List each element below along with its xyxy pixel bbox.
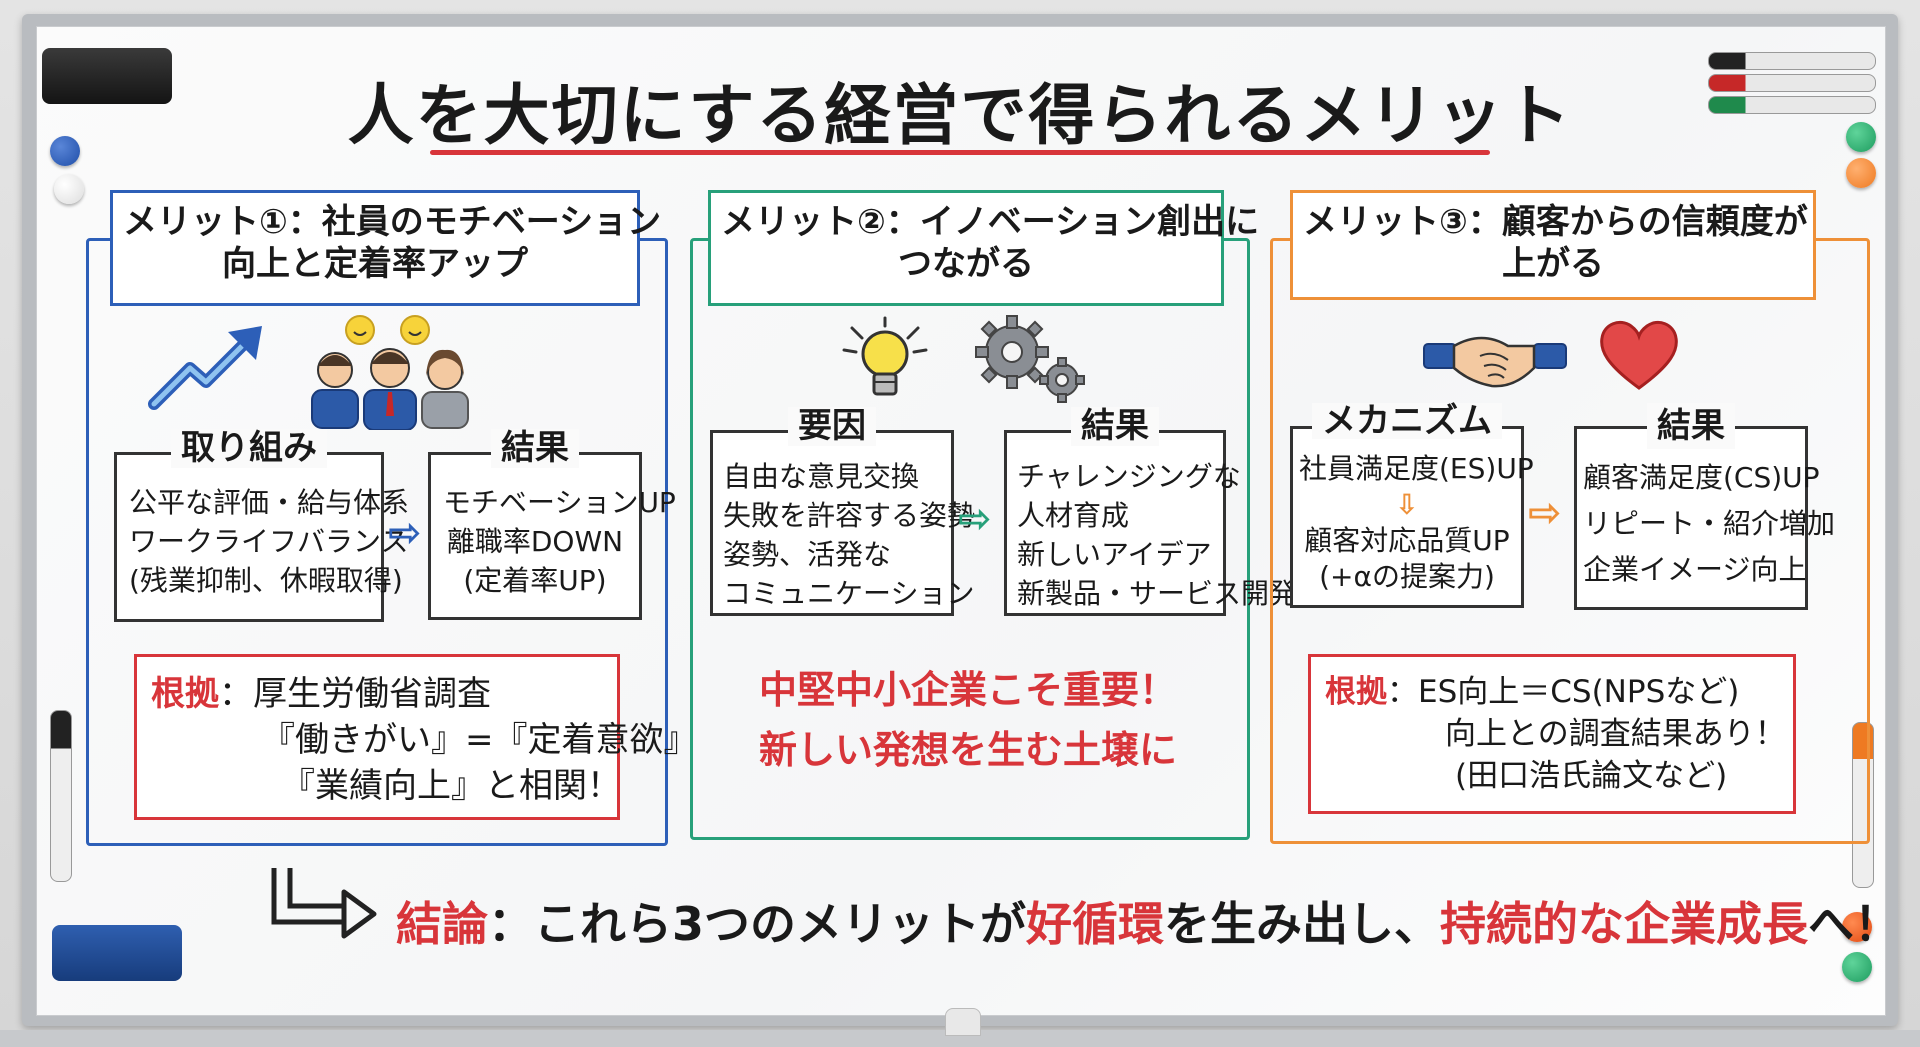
green-magnet-icon — [1846, 122, 1876, 152]
right-arrow-icon: ⇨ — [388, 510, 422, 556]
black-eraser-icon — [42, 48, 172, 104]
conclusion-text: 結論：これら3つのメリットが好循環を生み出し、持続的な企業成長へ！ — [396, 897, 1901, 951]
blue-eraser-icon — [52, 925, 182, 981]
orange-magnet-icon — [1846, 158, 1876, 188]
merit3-mechanism-box: メカニズム 社員満足度(ES)UP ⇩ 顧客対応品質UP (+αの提案力) — [1290, 403, 1534, 608]
merit2-result-box: 結果 チャレンジングな 人材育成 新しいアイデア 新製品・サービス開発 — [1004, 407, 1297, 616]
merit1-header: メリット①：社員のモチベーション 向上と定着率アップ — [110, 190, 661, 306]
red-marker-icon — [1708, 74, 1876, 92]
merit1-evidence-box: 根拠：厚生労働省調査 『働きがい』=『定着意欲』 『業績向上』と相関！ — [134, 654, 698, 820]
conclusion-arrow-icon — [271, 868, 377, 939]
white-magnet-icon — [54, 174, 84, 204]
title-underline — [430, 150, 1490, 155]
blue-magnet-icon — [50, 136, 80, 166]
green-marker-icon — [1708, 96, 1876, 114]
handshake-icon — [1423, 336, 1567, 388]
merit3-header: メリット③：顧客からの信頼度が 上がる — [1290, 190, 1816, 300]
merit1-measures-box: 取り組み 公平な評価・給与体系 ワークライフバランス (残業抑制、休暇取得) — [114, 429, 409, 622]
down-arrow-icon: ⇩ — [1395, 488, 1419, 521]
smiling-employees-icon — [311, 315, 469, 430]
right-arrow-icon: ⇨ — [1528, 490, 1562, 536]
merit3-evidence-box: 根拠：ES向上＝CS(NPSなど) 向上との調査結果あり！ (田口浩氏論文など) — [1308, 654, 1796, 814]
tray-clip — [945, 1008, 981, 1036]
merit2-header: メリット②：イノベーション創出に つながる — [708, 190, 1259, 306]
heart-icon — [1600, 321, 1678, 390]
marker-tray — [0, 1030, 1920, 1047]
merit3-result-box: 結果 顧客満足度(CS)UP リピート・紹介増加 企業イメージ向上 — [1574, 403, 1835, 610]
green-magnet-icon — [1842, 952, 1872, 982]
growth-arrow-icon — [148, 326, 262, 410]
black-marker-icon — [1708, 52, 1876, 70]
merit2-factors-box: 要因 自由な意見交換 失敗を許容する姿勢 姿勢、活発な コミュニケーション — [710, 407, 975, 616]
lightbulb-icon — [842, 316, 928, 396]
merit1-result-box: 結果 モチベーションUP 離職率DOWN (定着率UP) — [428, 429, 676, 620]
red-magnet-icon — [1842, 912, 1872, 942]
right-arrow-icon: ⇨ — [958, 496, 992, 542]
black-marker-icon — [50, 710, 72, 882]
merit2-highlight: 中堅中小企業こそ重要！ 新しい発想を生む土壌に — [758, 668, 1177, 772]
page-title: 人を大切にする経営で得られるメリット — [347, 77, 1573, 154]
gears-icon — [975, 315, 1085, 403]
